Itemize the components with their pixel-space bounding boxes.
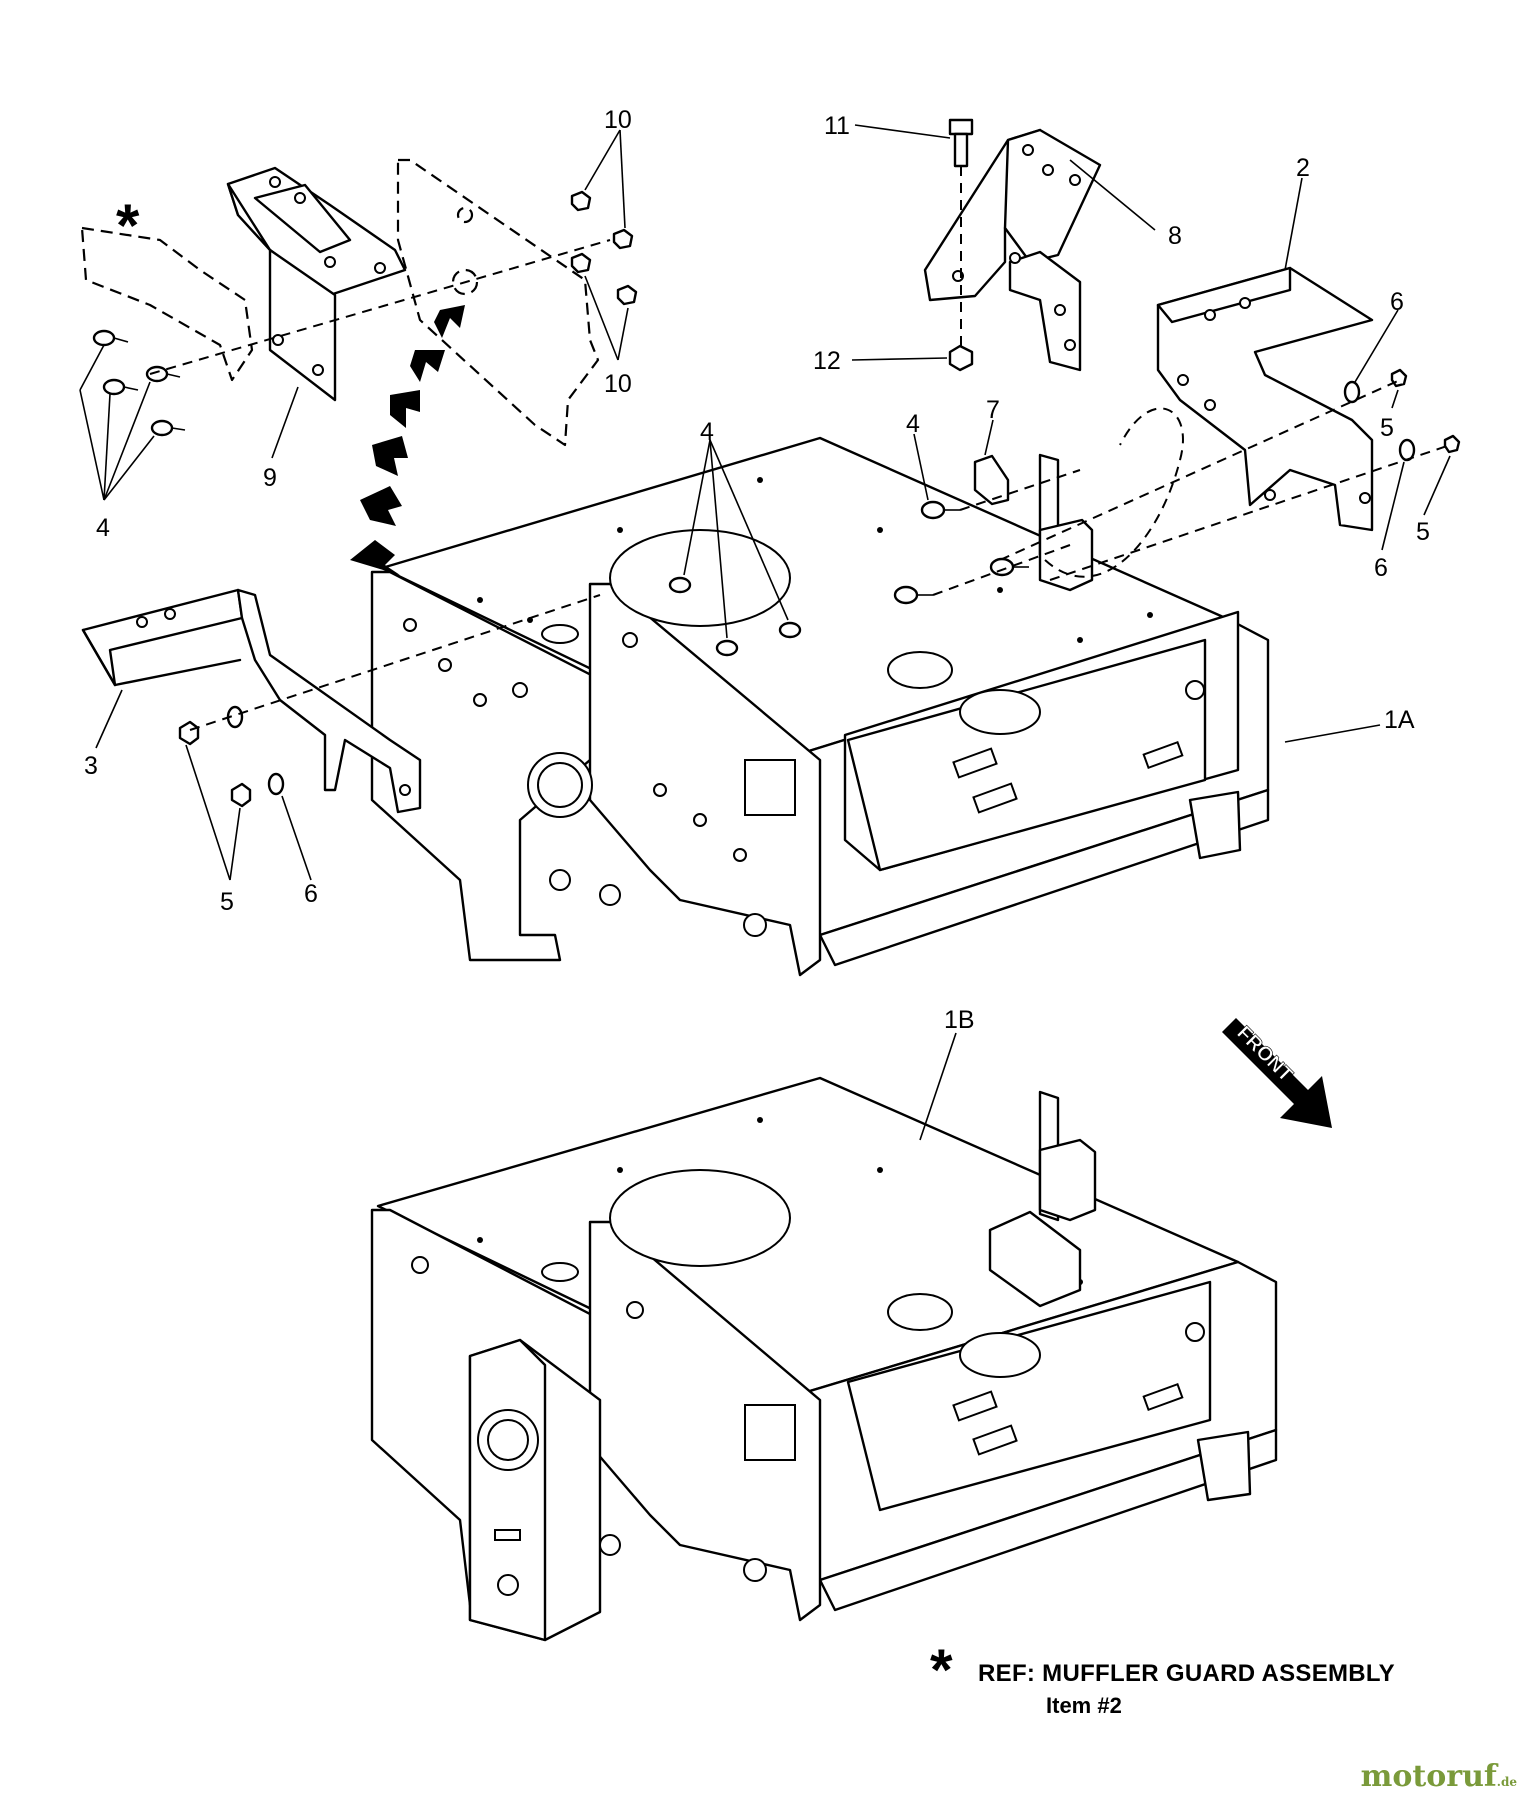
callout-9: 9: [263, 464, 277, 492]
callout-2: 2: [1296, 154, 1310, 182]
callout-asterisk: *: [116, 192, 140, 259]
callout-1a: 1A: [1384, 706, 1415, 734]
bracket-8: [923, 128, 1102, 372]
callout-10-bottom: 10: [604, 370, 632, 398]
bracket-3: [81, 588, 422, 814]
callout-6-left: 6: [304, 880, 318, 908]
front-direction-arrow: [1222, 1018, 1332, 1128]
callout-6-right-bottom: 6: [1374, 554, 1388, 582]
muffler-guard-2: [1156, 266, 1374, 532]
callout-5-right-top: 5: [1380, 414, 1394, 442]
frame-assembly-1b: [370, 1076, 1278, 1642]
bolt-11: [948, 118, 974, 372]
bolts-4-left: [92, 329, 186, 437]
watermark-ext: .de: [1496, 1775, 1517, 1789]
callout-4-right: 4: [906, 410, 920, 438]
callout-8: 8: [1168, 222, 1182, 250]
ghost-plate-center: [396, 158, 600, 447]
callout-5-right-bottom: 5: [1416, 518, 1430, 546]
callout-1b: 1B: [944, 1006, 975, 1034]
note-reference-text: REF: MUFFLER GUARD ASSEMBLY: [978, 1660, 1395, 1687]
frame-assembly-1a: [370, 436, 1270, 977]
callout-4-left: 4: [96, 514, 110, 542]
callout-11: 11: [824, 112, 850, 140]
note-asterisk: *: [930, 1638, 953, 1703]
bracket-9: [226, 166, 407, 402]
direction-arrows: [350, 305, 465, 575]
clip-7: [973, 454, 1010, 506]
callout-12: 12: [813, 347, 841, 375]
callout-3: 3: [84, 752, 98, 780]
watermark-logo: motoruf.de: [1361, 1759, 1517, 1794]
front-label: FRONT: [1232, 1022, 1296, 1086]
nuts-10: [570, 190, 638, 306]
ghost-muffler-guard-left: [80, 226, 254, 382]
callout-6-right-top: 6: [1390, 288, 1404, 316]
watermark-name: motoruf: [1360, 1759, 1497, 1794]
callout-5-left: 5: [220, 888, 234, 916]
callout-10-top: 10: [604, 106, 632, 134]
bolts-4-right: [893, 500, 1029, 605]
note-item-number: Item #2: [1046, 1693, 1122, 1718]
bolts-4-center: [668, 576, 802, 657]
callout-4-center: 4: [700, 418, 714, 446]
hardware-left: [178, 705, 285, 808]
leader-lines: [79, 124, 1451, 1141]
callout-7: 7: [986, 396, 1000, 424]
